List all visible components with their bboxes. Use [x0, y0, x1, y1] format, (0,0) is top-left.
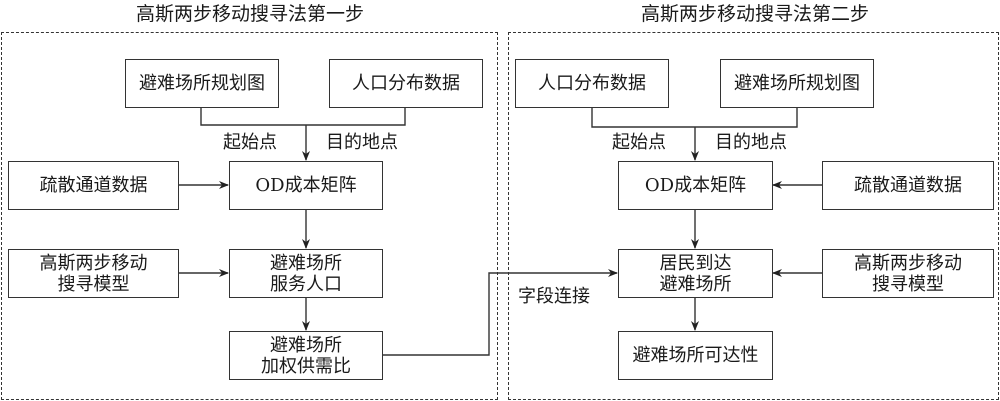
step1-g2sfca-model-box: 高斯两步移动 搜寻模型	[8, 249, 179, 298]
step2-accessibility-box: 避难场所可达性	[618, 331, 773, 380]
step1-od-matrix-box: OD成本矩阵	[229, 161, 383, 210]
step2-resident-reach-box: 居民到达 避难场所	[618, 249, 773, 298]
cross-link-label: 字段连接	[518, 286, 590, 307]
step2-origin-label: 起始点	[612, 132, 666, 153]
step1-supply-demand-box: 避难场所 加权供需比	[229, 331, 383, 380]
step1-shelter-plan-box: 避难场所规划图	[125, 59, 279, 108]
step1-destination-label: 目的地点	[326, 132, 398, 153]
step1-service-pop-box: 避难场所 服务人口	[229, 249, 383, 298]
step1-evac-roads-box: 疏散通道数据	[8, 161, 179, 210]
step1-origin-label: 起始点	[223, 132, 277, 153]
step2-destination-label: 目的地点	[715, 132, 787, 153]
step2-g2sfca-model-box: 高斯两步移动 搜寻模型	[822, 249, 994, 298]
step1-frame	[1, 32, 498, 400]
step1-title: 高斯两步移动搜寻法第一步	[135, 3, 364, 25]
step2-od-matrix-box: OD成本矩阵	[618, 161, 773, 210]
step2-frame	[508, 32, 999, 400]
step1-merge-line	[200, 107, 406, 126]
step2-merge-line	[591, 107, 798, 128]
step2-shelter-plan-box: 避难场所规划图	[720, 59, 874, 108]
cross-link-line	[382, 269, 618, 356]
step2-evac-roads-box: 疏散通道数据	[822, 161, 994, 210]
step1-population-box: 人口分布数据	[329, 59, 483, 108]
step2-title: 高斯两步移动搜寻法第二步	[640, 3, 869, 25]
step2-population-box: 人口分布数据	[515, 59, 669, 108]
